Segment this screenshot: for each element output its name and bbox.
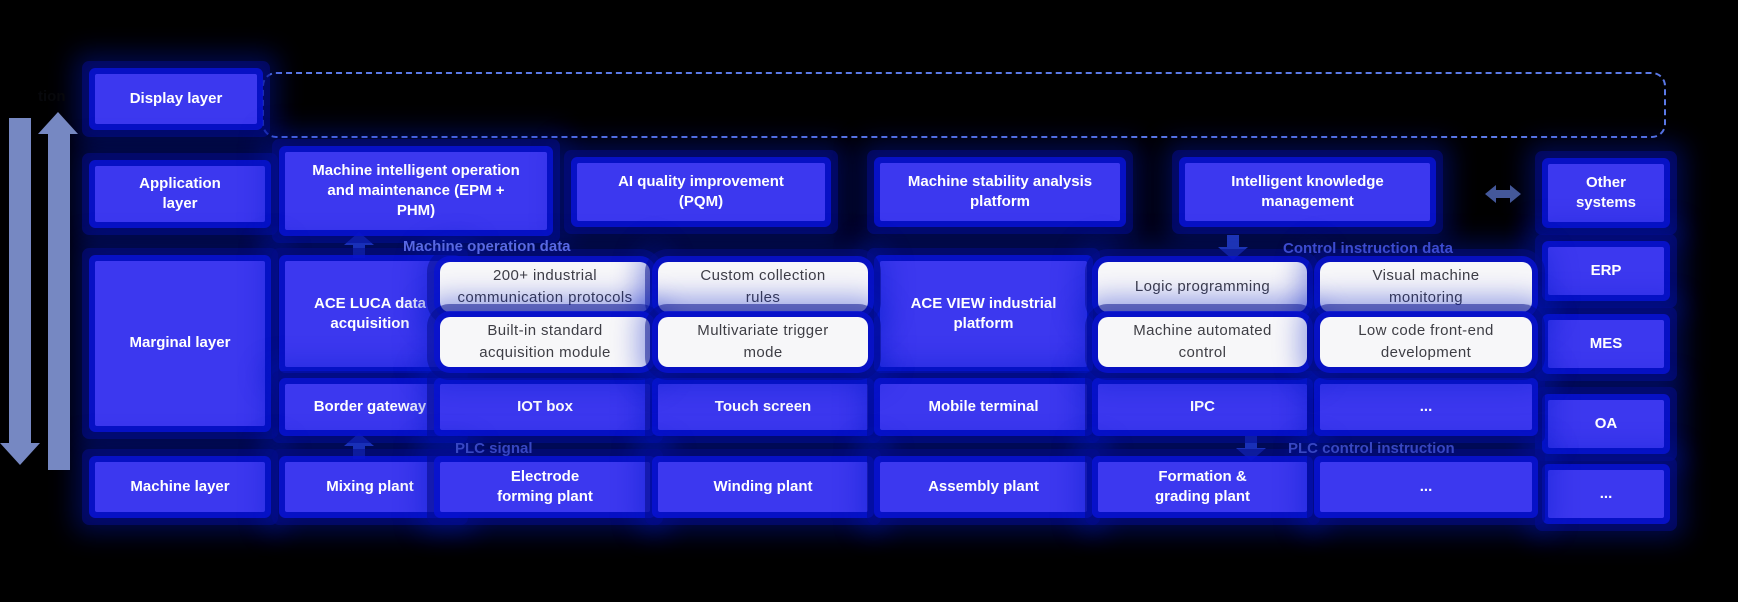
box-ipc: IPC [1098,384,1307,430]
box-marginal-layer: Marginal layer [95,261,265,426]
card-visual-machine-monitoring: Visual machine monitoring [1320,262,1532,312]
box-iot-box: IOT box [440,384,650,430]
card-machine-automated-control: Machine automated control [1098,317,1307,367]
box-application-layer: Application layer [95,166,265,222]
box-right-more: ... [1548,470,1664,518]
box-ace-view-industrial-platform: ACE VIEW industrial platform [880,261,1087,367]
box-machine-intelligent-operation: Machine intelligent operation and mainte… [285,152,547,230]
box-border-gateway: Border gateway [285,384,455,430]
up-arrow-icon [344,232,374,259]
card-low-code-development: Low code front-end development [1320,317,1532,367]
box-winding-plant: Winding plant [658,462,868,512]
display-layer-connector [262,72,1666,138]
box-formation-grading-plant: Formation & grading plant [1098,462,1307,512]
card-logic-programming: Logic programming [1098,262,1307,312]
down-arrow-icon [1218,235,1248,261]
box-assembly-plant: Assembly plant [880,462,1087,512]
box-ace-luca-data-acquisition: ACE LUCA data acquisition [285,261,455,367]
cutoff-text: tion [38,88,66,105]
card-industrial-protocols: 200+ industrial communication protocols [440,262,650,312]
box-mixing-plant: Mixing plant [285,462,455,512]
box-other-systems: Other systems [1548,164,1664,222]
label-machine-operation-data: Machine operation data [403,238,571,255]
box-machine-layer: Machine layer [95,462,265,512]
box-display-layer: Display layer [95,74,257,124]
box-mes: MES [1548,320,1664,368]
box-touch-screen: Touch screen [658,384,868,430]
label-plc-signal: PLC signal [455,440,533,457]
bidirectional-arrow-icon [1485,185,1521,203]
box-intelligent-knowledge-management: Intelligent knowledge management [1185,163,1430,221]
card-custom-collection-rules: Custom collection rules [658,262,868,312]
box-machine-stability-platform: Machine stability analysis platform [880,163,1120,221]
card-multivariate-trigger-mode: Multivariate trigger mode [658,317,868,367]
down-arrow-icon [1236,436,1266,462]
up-arrow-icon [344,433,374,460]
box-device-more: ... [1320,384,1532,430]
box-ai-quality-improvement: AI quality improvement (PQM) [577,163,825,221]
box-erp: ERP [1548,247,1664,295]
label-plc-control-instruction: PLC control instruction [1288,440,1455,457]
label-control-instruction-data: Control instruction data [1283,240,1453,257]
box-electrode-forming-plant: Electrode forming plant [440,462,650,512]
box-machine-more: ... [1320,462,1532,512]
box-oa: OA [1548,400,1664,448]
box-mobile-terminal: Mobile terminal [880,384,1087,430]
card-builtin-acquisition-module: Built-in standard acquisition module [440,317,650,367]
